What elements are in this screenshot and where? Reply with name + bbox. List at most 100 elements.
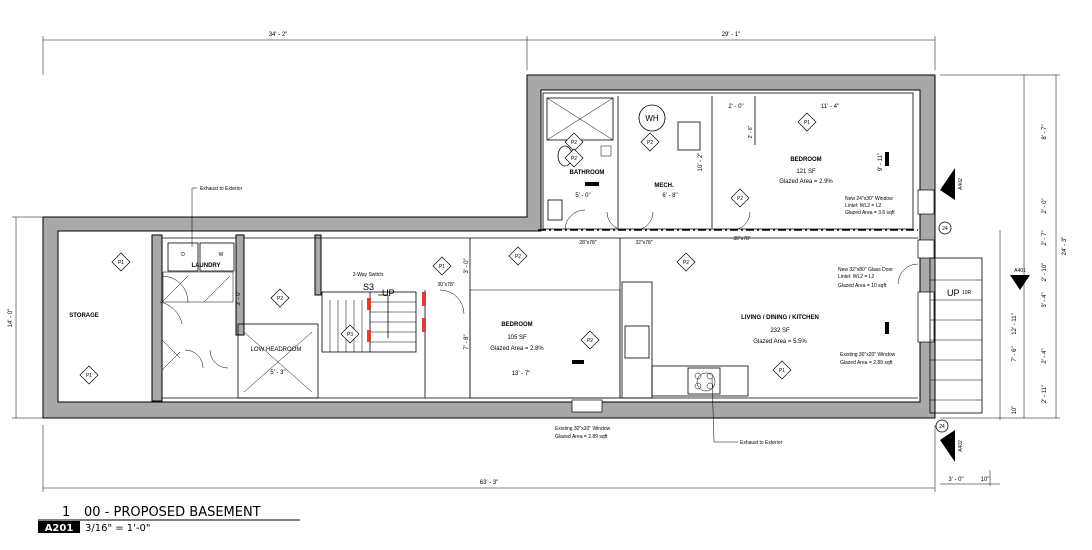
dim-bedroom1-h: 9' - 11" — [878, 153, 884, 171]
note-window-new-0: New 24"x30" Window — [845, 196, 893, 202]
drawing-title: 00 - PROPOSED BASEMENT — [84, 505, 261, 520]
notes: Exhaust to Exterior Exhaust to Exterior … — [181, 114, 971, 446]
dim-bath-w: 5' - 0" — [575, 193, 590, 199]
room-living-name: LIVING / DINING / KITCHEN — [741, 315, 819, 321]
dim-ceiling: 2' - 6" — [748, 125, 754, 138]
tag-p2: P2 — [683, 260, 689, 266]
door-size-2: 32"x78" — [635, 240, 652, 246]
kitchen-counter — [621, 281, 653, 399]
note-dryer: D — [181, 252, 185, 258]
callout-sheet-bottom: A402 — [958, 440, 964, 452]
note-door-new-1: Lintel: WL2 = L2 — [838, 274, 874, 280]
note-window-new-2: Glazed Area = 3.6 sqft — [845, 210, 895, 216]
note-door-10r: 10R — [962, 290, 972, 296]
dim-right-upper: 8' - 7" — [1042, 124, 1048, 139]
partitions — [162, 92, 918, 399]
water-heater — [638, 104, 666, 132]
drawing-number: 1 — [62, 505, 70, 520]
note-window-exist-bottom-1: Glazed Area = 2.89 sqft — [555, 434, 608, 440]
dim-bath-h: 10' - 2" — [698, 153, 704, 172]
window-bottom — [571, 399, 603, 413]
sheet-number: A201 — [45, 523, 74, 534]
note-up-right: UP — [947, 288, 960, 298]
dimension-labels: 34' - 2" 29' - 1" 63' - 3" 14' - 0" 24' … — [8, 32, 1068, 486]
laundry-wall — [235, 234, 245, 336]
exterior-wall — [42, 74, 936, 419]
tag-p1: P1 — [439, 264, 445, 270]
door-size-4: 30"x78" — [437, 282, 454, 288]
callout-sheet-top: A402 — [958, 178, 964, 190]
dim-chain-5: 2' - 4" — [1042, 348, 1048, 363]
room-labels: STORAGE LAUNDRY LOW HEADROOM BATHROOM ME… — [69, 157, 833, 353]
note-door-new-2: Glazed Area = 10 sqft — [838, 283, 887, 289]
note-switch: 3-Way Switch — [353, 272, 384, 278]
callout-section-num: 24 — [939, 424, 945, 430]
dim-bedroom2-h: 7' - 8" — [464, 334, 470, 349]
dim-bedroom1-a: 2' - 0" — [728, 104, 743, 110]
dim-bottom-right-b: 10" — [981, 477, 990, 483]
doors — [159, 209, 919, 371]
kitchen-counter-bottom — [651, 365, 749, 397]
dim-low-w: 5' - 3" — [270, 370, 285, 376]
dim-bedroom2-w: 13' - 7" — [512, 371, 531, 377]
note-window-new-1: Lintel: WL2 = L2 — [845, 203, 881, 209]
dim-bottom-right-a: 3' - 0" — [948, 477, 963, 483]
door-size-3: 30"x78" — [733, 236, 750, 242]
note-exhaust-bottom: Exhaust to Exterior — [740, 440, 783, 446]
note-exhaust-top: Exhaust to Exterior — [200, 186, 243, 192]
note-washer: W — [219, 252, 224, 258]
dim-bedroom1-w: 11' - 4" — [821, 104, 839, 110]
tag-p1: P1 — [804, 120, 810, 126]
note-s3: S3 — [363, 282, 374, 292]
tag-p2: P2 — [647, 140, 653, 146]
room-bedroom1-area: 121 SF — [796, 169, 816, 175]
room-living-area: 232 SF — [770, 328, 790, 334]
window-living — [917, 291, 935, 343]
dim-mech-w: 6' - 8" — [662, 193, 677, 199]
dim-stair-a: 3' - 0" — [236, 290, 242, 305]
tag-p2: P2 — [515, 254, 521, 260]
note-window-exist-right-0: Existing 30"x20" Window — [840, 352, 896, 358]
stair-wall — [314, 234, 322, 296]
note-door-new-0: New 32"x80" Glass Door — [838, 267, 893, 273]
tag-p1: P1 — [118, 260, 124, 266]
windows — [571, 189, 935, 413]
dim-top-left: 34' - 2" — [269, 32, 288, 38]
tags — [79, 112, 817, 385]
tag-labels: P1 P1 P2 P3 P1 P2 P2 P2 P2 P2 P2 P1 P2 P… — [86, 120, 810, 379]
callout-section-right: A401 — [1014, 268, 1026, 274]
red-marker — [422, 292, 426, 306]
dim-chain-6: 7' - 6" — [1012, 346, 1018, 361]
tag-p1: P1 — [779, 368, 785, 374]
tag-p2: P2 — [587, 338, 593, 344]
tag-p2: P2 — [737, 196, 743, 202]
exhaust-fan — [600, 145, 612, 157]
room-bedroom2-area: 105 SF — [507, 335, 527, 341]
door-size-1: 28"x78" — [579, 240, 596, 246]
note-wh: WH — [645, 114, 659, 123]
room-living-glazed: Glazed Area = 5.5% — [753, 339, 807, 345]
room-low-headroom: LOW HEADROOM — [251, 347, 302, 353]
red-marker — [422, 318, 426, 332]
dim-bottom-total: 63' - 3" — [480, 480, 499, 486]
callout-labels: 24 24 A402 A402 A401 — [939, 178, 1026, 452]
fixtures — [546, 97, 889, 399]
tag-p3: P3 — [347, 332, 353, 338]
red-marker — [367, 298, 371, 310]
room-storage: STORAGE — [69, 313, 99, 319]
room-bedroom2-name: BEDROOM — [501, 322, 532, 328]
vanity — [547, 199, 563, 221]
room-bathroom: BATHROOM — [570, 170, 605, 176]
red-marker — [367, 330, 371, 342]
title-block: 1 00 - PROPOSED BASEMENT A201 3/16" = 1'… — [38, 505, 300, 534]
room-bedroom1-glazed: Glazed Area = 2.9% — [779, 179, 833, 185]
callout-section-num: 24 — [942, 226, 948, 232]
dim-left-height: 14' - 0" — [8, 309, 14, 328]
dim-chain-8: 10" — [1012, 406, 1018, 415]
room-mech: MECH. — [654, 183, 674, 189]
tag-p1: P1 — [86, 373, 92, 379]
storage-wall — [151, 234, 163, 402]
note-window-exist-bottom-0: Existing 30"x20" Window — [555, 426, 611, 432]
room-bedroom1-name: BEDROOM — [790, 157, 821, 163]
